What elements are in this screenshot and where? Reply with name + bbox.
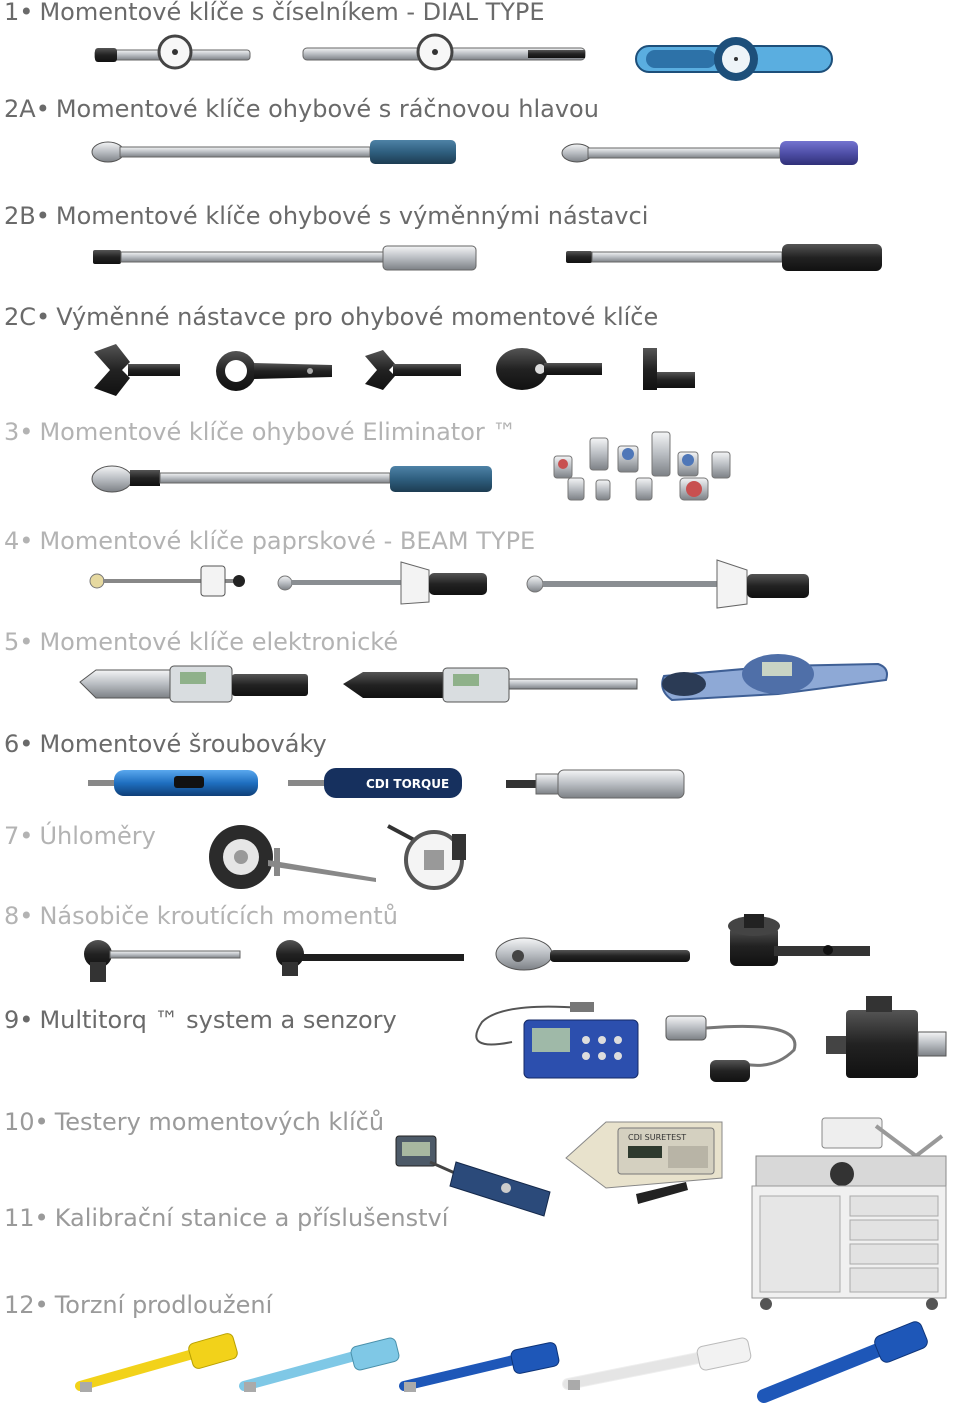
sensor-cable-image — [664, 1010, 810, 1084]
torsion-extension-light-blue-image — [239, 1337, 402, 1396]
section-label: Momentové klíče elektronické — [39, 628, 399, 656]
torsion-extension-blue-image — [399, 1342, 562, 1396]
section-heading-5: 5•Momentové klíče elektronické — [4, 630, 398, 654]
section-number: 2B• — [4, 202, 50, 230]
section-label: Momentové klíče s číselníkem - DIAL TYPE — [39, 0, 545, 26]
section-heading-1: 1•Momentové klíče s číselníkem - DIAL TY… — [4, 0, 545, 24]
section-number: 6• — [4, 730, 34, 758]
section-number: 2C• — [4, 303, 51, 331]
ratchet-insert-image — [496, 346, 602, 392]
section-number: 10• — [4, 1108, 49, 1136]
section-label: Momentové klíče ohybové Eliminator ™ — [39, 418, 517, 446]
section-heading-10: 10•Testery momentových klíčů — [4, 1110, 384, 1134]
section-number: 5• — [4, 628, 34, 656]
beam-wrench-medium-image — [277, 560, 489, 606]
calibration-station-image — [746, 1116, 950, 1312]
angle-gauge-disc-image — [208, 824, 376, 890]
section-number: 7• — [4, 822, 34, 850]
electronic-wrench-blue-image — [658, 650, 890, 710]
wrench-tester-bench-image: CDI SURETEST — [565, 1118, 726, 1210]
torsion-extension-white-image — [562, 1337, 754, 1394]
section-label: Multitorq ™ system a senzory — [39, 1006, 397, 1034]
torsion-extension-royal-blue-image — [757, 1321, 930, 1404]
section-label: Úhloměry — [39, 822, 156, 850]
dial-wrench-blue-image — [635, 34, 833, 84]
section-number: 12• — [4, 1291, 49, 1319]
section-label: Násobiče kroutících momentů — [39, 902, 398, 930]
section-heading-2c: 2C•Výměnné nástavce pro ohybové momentov… — [4, 305, 658, 329]
section-heading-12: 12•Torzní prodloužení — [4, 1293, 272, 1317]
ring-end-insert-image — [214, 349, 332, 393]
beam-wrench-small-image — [89, 564, 247, 598]
section-heading-7: 7•Úhloměry — [4, 824, 156, 848]
section-label: Testery momentových klíčů — [54, 1108, 385, 1136]
screwdriver-brand-label: CDI TORQUE — [366, 777, 449, 791]
section-label: Torzní prodloužení — [54, 1291, 273, 1319]
torque-screwdriver-cdi-image: CDI TORQUE — [288, 766, 462, 800]
multitorq-display-image — [462, 1002, 639, 1080]
eliminator-wrench-image — [91, 464, 492, 494]
section-heading-11: 11•Kalibrační stanice a příslušenství — [4, 1206, 448, 1230]
ratchet-wrench-purple-grip-image — [561, 140, 858, 168]
torque-multiplier-steel-image — [495, 936, 690, 978]
square-drive-insert-image — [643, 348, 695, 390]
section-heading-6: 6•Momentové šroubováky — [4, 732, 327, 756]
interchangeable-head-wrench-steel-image — [93, 244, 477, 274]
torque-multiplier-large-image — [724, 912, 870, 972]
section-heading-9: 9•Multitorq ™ system a senzory — [4, 1008, 397, 1032]
section-number: 1• — [4, 0, 34, 26]
angle-gauge-dial-image — [387, 818, 484, 890]
section-label: Výměnné nástavce pro ohybové momentové k… — [56, 303, 659, 331]
torque-screwdriver-blue-image — [88, 768, 258, 798]
interchangeable-head-wrench-black-grip-image — [566, 243, 882, 273]
electronic-wrench-long-image — [343, 666, 638, 704]
torque-multiplier-bar-image — [272, 938, 464, 978]
section-label: Kalibrační stanice a příslušenství — [54, 1204, 449, 1232]
section-number: 11• — [4, 1204, 49, 1232]
section-label: Momentové klíče ohybové s výměnnými nást… — [55, 202, 649, 230]
section-label: Momentové šroubováky — [39, 730, 327, 758]
section-heading-2a: 2A•Momentové klíče ohybové s ráčnovou hl… — [4, 97, 599, 121]
section-heading-8: 8•Násobiče kroutících momentů — [4, 904, 398, 928]
torsion-extension-yellow-image — [75, 1333, 240, 1396]
dial-wrench-long-image — [302, 33, 586, 74]
section-number: 4• — [4, 527, 34, 555]
beam-wrench-large-image — [525, 558, 809, 610]
section-label: Momentové klíče paprskové - BEAM TYPE — [39, 527, 536, 555]
flare-nut-insert-image — [365, 350, 461, 390]
open-end-insert-image — [94, 344, 180, 396]
section-label: Momentové klíče ohybové s ráčnovou hlavo… — [55, 95, 599, 123]
section-heading-2b: 2B•Momentové klíče ohybové s výměnnými n… — [4, 204, 648, 228]
socket-set-image — [552, 430, 738, 504]
section-heading-4: 4•Momentové klíče paprskové - BEAM TYPE — [4, 529, 535, 553]
section-number: 9• — [4, 1006, 34, 1034]
ratchet-wrench-blue-grip-image — [91, 138, 458, 168]
torque-multiplier-small-image — [80, 938, 241, 984]
tester-brand-label: CDI SURETEST — [628, 1133, 686, 1142]
section-number: 3• — [4, 418, 34, 446]
wrench-tester-portable-image — [395, 1135, 554, 1218]
torque-sensor-image — [826, 996, 947, 1082]
electronic-wrench-short-image — [79, 664, 308, 704]
section-heading-3: 3•Momentové klíče ohybové Eliminator ™ — [4, 420, 516, 444]
section-number: 8• — [4, 902, 34, 930]
torque-screwdriver-steel-image — [506, 768, 685, 800]
dial-wrench-small-image — [94, 34, 251, 74]
section-number: 2A• — [4, 95, 50, 123]
